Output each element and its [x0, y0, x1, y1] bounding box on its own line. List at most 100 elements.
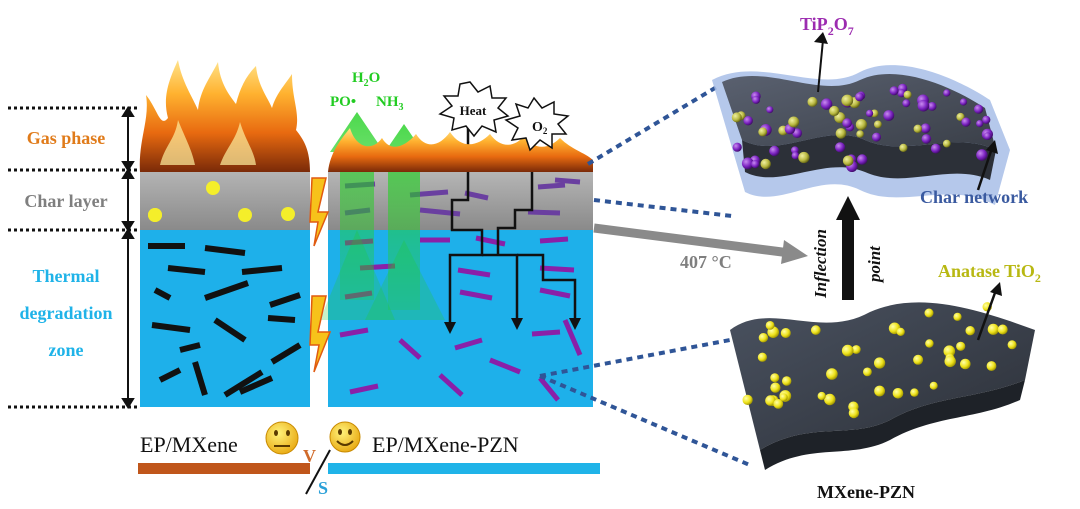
anatase-tio2-particle	[826, 368, 838, 380]
anatase-tio2-particle	[874, 385, 885, 397]
tip2o7-particle	[927, 102, 937, 111]
anatase-tio2-particle	[770, 382, 781, 393]
anatase-tio2-particle	[773, 399, 784, 409]
tip2o7-particle	[857, 154, 868, 165]
tio2-particle	[835, 128, 847, 139]
anatase-tio2-particle	[965, 326, 975, 336]
lightning-icon	[309, 177, 332, 373]
tio2-particle	[798, 151, 810, 164]
anatase-tio2-particle	[779, 393, 788, 402]
anatase-tio2-particle	[742, 394, 753, 405]
tio2-particle	[731, 112, 742, 123]
anatase-pointer	[976, 289, 998, 341]
zoom-links	[539, 83, 753, 468]
vs-slash	[305, 449, 331, 495]
tip2o7-particle	[902, 99, 911, 108]
inflection-label: Inflection	[811, 229, 830, 299]
anatase-tio2-particle	[960, 358, 971, 370]
anatase-tio2-particle	[944, 355, 956, 368]
anatase-tio2-particle	[896, 327, 905, 336]
h2o-label: H2O	[352, 70, 380, 89]
tio2-particle	[903, 90, 912, 99]
anatase-tio2-particle	[874, 357, 886, 369]
anatase-tio2-particle	[956, 341, 966, 351]
thermal-zone-label-1: Thermal	[33, 266, 100, 286]
left-char-particles	[148, 181, 295, 222]
anatase-tio2-particle	[987, 323, 999, 335]
anatase-tio2-particle	[757, 352, 768, 362]
heat-path-tree	[448, 118, 577, 330]
inflection-arrow	[836, 196, 860, 300]
tip2o7-particle	[889, 86, 899, 96]
tip2o7-particle	[976, 120, 984, 128]
o2-burst-icon: O2	[504, 96, 570, 152]
tip2o7-particle	[752, 95, 761, 104]
anatase-tio2-particle	[824, 393, 836, 406]
anatase-tio2-particle	[910, 388, 919, 397]
flame-icon	[139, 60, 593, 172]
temperature-arrow	[593, 223, 808, 264]
tip2o7-particle	[930, 143, 941, 154]
vs-s-label: S	[318, 478, 328, 498]
tip2o7-particle	[959, 98, 968, 106]
tip2o7-particle	[974, 104, 984, 114]
tip2o7-particle	[820, 98, 833, 110]
anatase-tio2-particle	[841, 344, 854, 357]
vs-v-label: V	[303, 446, 316, 466]
anatase-tio2-particle	[929, 381, 938, 390]
anatase-tio2-particle	[758, 333, 769, 343]
tio2-particle	[899, 143, 908, 152]
tip2o7-particle	[751, 160, 760, 169]
anatase-tio2-particle	[892, 388, 904, 399]
anatase-tio2-particle	[953, 312, 962, 321]
tip2o7-particle	[883, 110, 895, 121]
left-mxene-sheets	[148, 243, 302, 398]
tio2-particle	[942, 139, 951, 148]
anatase-tio2-particle	[780, 328, 791, 338]
tio2-particle	[829, 105, 840, 117]
anatase-tio2-particle	[913, 354, 924, 365]
heat-arrowheads	[444, 318, 581, 334]
anatase-tio2-particle	[811, 325, 821, 335]
tio2-particle	[758, 127, 768, 137]
tip2o7-particle	[897, 89, 906, 98]
anatase-tio2-particle	[925, 339, 934, 348]
tio2-particle	[856, 130, 864, 138]
char-network-pointer	[976, 147, 994, 191]
zone-span-arrows	[121, 106, 135, 409]
tio2-particle	[807, 96, 818, 107]
anatase-tio2-particle	[924, 308, 934, 318]
tip2o7-particle	[769, 145, 780, 157]
tip2o7-particle	[961, 117, 971, 127]
gas-phase-label: Gas phase	[27, 128, 106, 148]
anatase-tio2-particle	[770, 373, 780, 383]
char-network-particles	[731, 83, 994, 172]
tip2o7-particle	[835, 142, 846, 153]
tip2o7-particle	[920, 123, 931, 134]
po-radical-label: PO•	[330, 94, 356, 110]
tip2o7-particle	[866, 109, 874, 117]
tip2o7-particle	[741, 157, 754, 170]
svg-text:Heat: Heat	[460, 103, 487, 118]
tip2o7-particle	[732, 142, 742, 152]
tip2o7-particle	[855, 92, 864, 102]
tip2o7-particle	[983, 132, 992, 141]
anatase-tio2-particle	[817, 391, 826, 401]
tip2o7-particle	[743, 116, 753, 126]
tio2-particle	[760, 158, 771, 170]
tip2o7-particle	[791, 151, 800, 160]
ep-mxene-pzn-label: EP/MXene-PZN	[372, 432, 519, 457]
anatase-tio2-particle	[1007, 340, 1017, 350]
anatase-particles	[742, 302, 1017, 419]
tip2o7-particle	[766, 106, 774, 114]
anatase-tio2-particle	[851, 345, 861, 354]
tip2o7-particle	[842, 118, 852, 128]
anatase-label: Anatase TiO2	[938, 261, 1041, 285]
right-performance-bar	[328, 463, 600, 474]
anatase-tio2-particle	[848, 407, 860, 419]
anatase-tio2-particle	[863, 367, 872, 377]
smile-face-icon	[329, 421, 361, 453]
zone-dividers	[8, 106, 140, 409]
left-char-layer	[140, 170, 310, 230]
